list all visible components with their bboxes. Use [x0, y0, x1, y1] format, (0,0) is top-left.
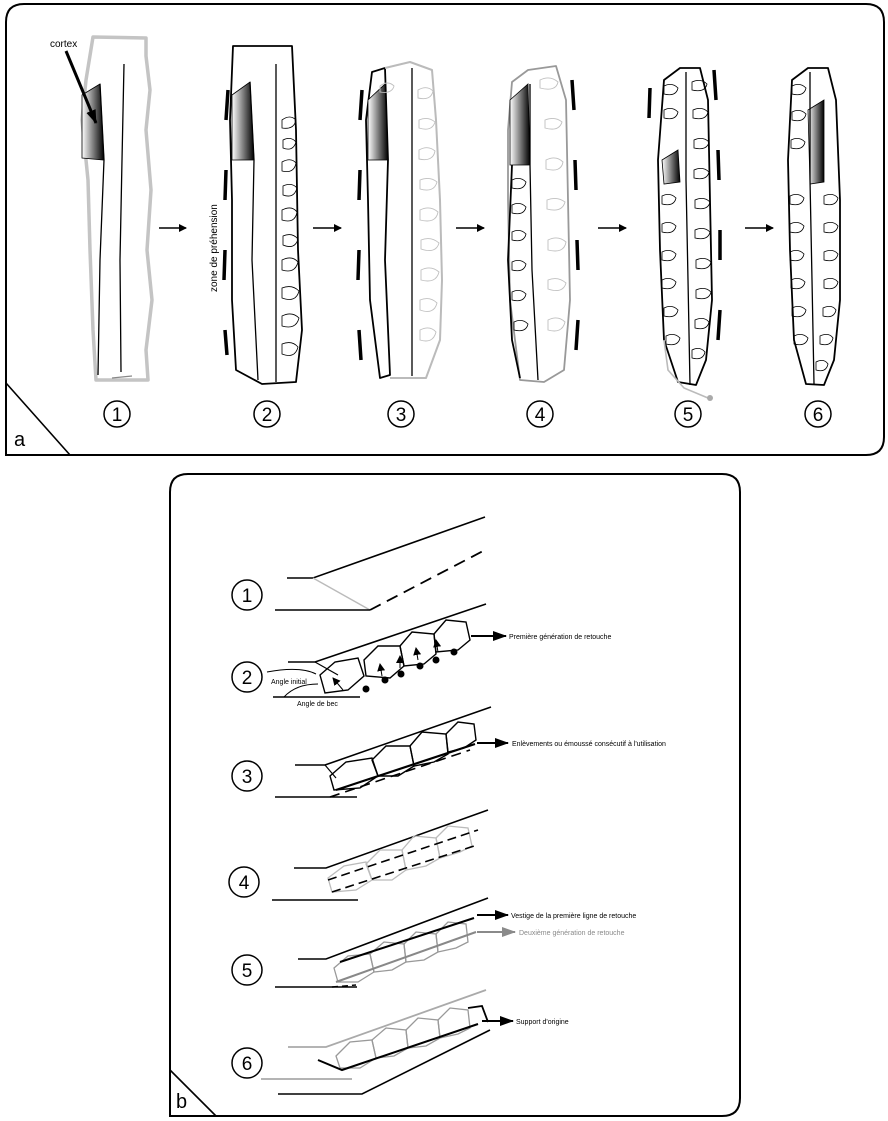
- label-second-retouch: Deuxième génération de retouche: [519, 930, 625, 937]
- stage-number-a-6: 6: [813, 405, 824, 426]
- blade-5-tip-dot: [707, 395, 713, 401]
- retouch-scars-stage-6: [336, 1008, 470, 1068]
- blade-4-ridge: [530, 84, 538, 380]
- label-initial-angle: Angle initial: [271, 679, 307, 686]
- panel-a-corner-label: a: [14, 429, 26, 451]
- blade-4-retouch-scars: [512, 178, 528, 330]
- stage-number-a-2: 2: [262, 405, 273, 426]
- retouch-scars-stage-2: [320, 620, 470, 693]
- panel-b-frame: [170, 474, 740, 1116]
- edge-stage-6: 6: [232, 990, 513, 1094]
- blade-1-ridge-right: [120, 64, 124, 372]
- blade-stage-1: [82, 37, 152, 380]
- label-first-line-vestige: Vestige de la première ligne de retouche: [511, 913, 636, 920]
- blade-stage-4: [508, 66, 578, 382]
- stage-number-a-5: 5: [683, 405, 694, 426]
- blade-2-grip-zone-dashes: [224, 90, 228, 355]
- panel-b-corner-label: b: [176, 1091, 187, 1113]
- label-original-blank: Support d'origine: [516, 1019, 569, 1026]
- panel-a: a cortex zone de préhension: [6, 4, 884, 455]
- label-first-retouch: Première génération de retouche: [509, 634, 611, 641]
- edge-stage-4: 4: [229, 810, 488, 900]
- stage-number-b-3: 3: [242, 767, 253, 788]
- label-use-removals: Enlèvements ou émoussé consécutif à l'ut…: [512, 741, 666, 748]
- stage-number-a-4: 4: [535, 405, 546, 426]
- panel-b: b 1 2: [170, 474, 740, 1116]
- blade-4-grip-zone-dashes: [572, 80, 578, 350]
- blade-4-faint-scars: [540, 78, 566, 331]
- grip-zone-label: zone de préhension: [209, 204, 220, 292]
- blade-1-base-mark: [112, 376, 132, 378]
- blade-3-retouch-scars: [380, 83, 439, 341]
- blade-5-cortex: [662, 150, 680, 184]
- edge-stage-5: 5: [232, 898, 515, 987]
- blade-stage-6: [788, 68, 840, 385]
- stage-number-b-5: 5: [242, 961, 253, 982]
- label-beak-angle: Angle de bec: [297, 701, 338, 708]
- stage-number-b-2: 2: [242, 668, 253, 689]
- stage-number-a-1: 1: [112, 405, 123, 426]
- edge-stage-3: 3: [232, 707, 508, 797]
- blade-stage-2: [230, 46, 302, 384]
- panel-a-frame: [6, 4, 884, 455]
- stage-number-b-4: 4: [239, 873, 250, 894]
- stage-number-b-1: 1: [242, 586, 253, 607]
- blade-stage-5: [649, 68, 720, 401]
- stage-number-b-6: 6: [242, 1054, 253, 1075]
- edge-stage-1: 1: [232, 517, 485, 610]
- impact-points-stage-2: [363, 649, 458, 693]
- blade-3-cortex: [368, 84, 388, 160]
- cortex-label: cortex: [50, 39, 77, 50]
- cortex-pointer-arrow: [66, 51, 96, 123]
- blade-4-cortex: [510, 84, 530, 165]
- panel-a-stage-numbers: 1 2 3 4 5 6: [104, 401, 831, 427]
- blade-stage-3: [358, 62, 442, 378]
- stage-number-a-3: 3: [396, 405, 407, 426]
- blade-3-grip-zone-dashes: [358, 90, 362, 360]
- blade-5-ridge: [686, 72, 690, 385]
